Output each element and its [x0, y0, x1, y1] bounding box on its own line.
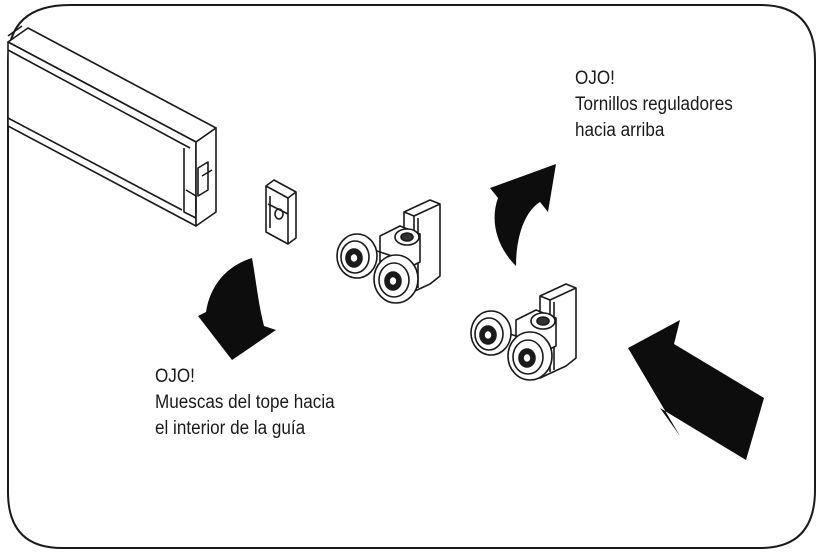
stopper-clip: [265, 179, 297, 245]
curved-arrow-up-icon: [490, 164, 556, 266]
note-top-line2: Tornillos reguladores: [575, 94, 733, 115]
note-top-line1: OJO!: [575, 68, 615, 89]
roller-carriage-1: [336, 199, 441, 304]
note-bottom: OJO! Muescas del tope hacia el interior …: [155, 364, 335, 442]
roller-carriage-2: [470, 283, 577, 381]
note-bottom-line1: OJO!: [155, 366, 195, 387]
insertion-arrow-icon: [628, 320, 764, 460]
curved-arrow-down-icon: [198, 258, 276, 360]
guide-rail: [7, 25, 217, 227]
note-top-line3: hacia arriba: [575, 120, 665, 141]
note-bottom-line2: Muescas del tope hacia: [155, 392, 335, 413]
note-bottom-line3: el interior de la guía: [155, 418, 306, 439]
note-top: OJO! Tornillos reguladores hacia arriba: [575, 66, 733, 144]
diagram-frame: [7, 4, 816, 549]
